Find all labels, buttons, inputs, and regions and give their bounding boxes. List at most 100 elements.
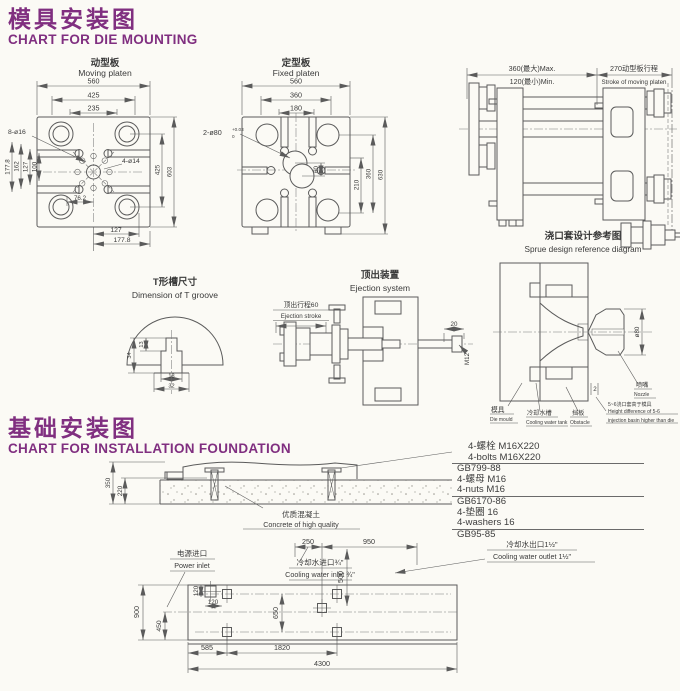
bore-callout: 2-ø80	[203, 128, 222, 137]
moving-platen-geometry	[36, 116, 151, 228]
dim-label: 425	[155, 164, 162, 175]
dim-label: 20	[451, 321, 458, 328]
dim-label: 180	[290, 104, 302, 113]
part-label-en: Obstacle	[570, 420, 590, 426]
page-title-en: CHART FOR DIE MOUNTING	[8, 32, 198, 47]
dim-label: 18	[168, 374, 174, 380]
sprue-dimensions	[490, 308, 678, 427]
concrete-label-zh: 优质混凝土	[282, 509, 320, 519]
dim-label: 2	[593, 386, 597, 393]
t-groove-geometry	[126, 316, 224, 394]
spec-line: 4-螺母 M16	[457, 473, 507, 485]
dim-label: 177.8	[5, 159, 12, 175]
hole-callout: 4-ø14	[122, 158, 140, 165]
machine-outline	[459, 82, 680, 250]
part-label-en: Cooling water tank	[526, 420, 568, 426]
drawing-title-zh: 动型板	[91, 57, 120, 69]
moving-platen-drawing: 动型板 Moving platen	[5, 57, 177, 251]
dim-label: 900	[132, 606, 141, 618]
drawing-title-en: Dimension of T groove	[132, 290, 218, 300]
dim-label: ø80	[634, 326, 641, 337]
machine-side-view-drawing: 360(最大)Max. 120(最小)Min. 270动型板行程 Stroke …	[459, 64, 680, 250]
dim-label: 210	[354, 179, 361, 190]
t-groove-drawing: T形槽尺寸 Dimension of T groove 13 34 18 32	[126, 276, 224, 394]
dim-label: 585	[201, 643, 213, 652]
dim-label: 425	[88, 91, 100, 100]
spec-line: 4-bolts M16X220	[452, 452, 644, 465]
stroke-label-zh: 顶出行程60	[284, 300, 319, 309]
dim-label: 450	[156, 620, 163, 632]
section-die-mounting-header: 模具安装图 CHART FOR DIE MOUNTING	[8, 6, 198, 47]
water-outlet-label-zh: 冷却水出口1½"	[506, 539, 558, 549]
dim-label: 220	[117, 485, 124, 496]
ejection-dimensions	[273, 309, 469, 355]
dim-label: 34	[127, 352, 133, 358]
part-label-zh: 模具	[491, 405, 505, 414]
dim-label: 603	[167, 166, 174, 177]
dim-label: 127	[23, 161, 30, 172]
bore-tolerance-upper: +0.03	[232, 127, 244, 132]
spec-line: GB95-85	[457, 528, 496, 540]
water-inlet-label-en: Cooling water inlet ¾"	[285, 570, 355, 579]
stroke-label-en: Ejection stroke	[281, 313, 322, 320]
drawing-title-en: Sprue design reference diagram	[525, 245, 642, 254]
part-label-en: Nozzle	[634, 392, 650, 398]
side-view-dimensions	[466, 68, 673, 230]
ejection-geometry	[273, 296, 473, 406]
section-title-en: CHART FOR INSTALLATION FOUNDATION	[8, 441, 291, 456]
dim-label: 560	[88, 77, 100, 86]
foundation-plan-drawing: 电源进口 Power inlet 冷却水进口¾" Cooling water i…	[132, 537, 595, 673]
dim-label: 360	[366, 168, 373, 179]
dim-label: 1820	[274, 643, 290, 652]
plan-geometry	[163, 581, 458, 645]
drawing-title-en: Ejection system	[350, 283, 410, 293]
power-inlet-label-en: Power inlet	[174, 561, 210, 570]
drawing-title-zh: T形槽尺寸	[153, 276, 198, 288]
dim-label: M12	[464, 352, 471, 365]
plan-dimensions	[138, 543, 595, 673]
bore-tolerance-lower: 0	[232, 134, 235, 139]
moving-platen-dimensions	[9, 81, 177, 251]
spec-line: GB6170-86	[457, 495, 507, 507]
drawing-title-en: Moving platen	[78, 68, 132, 78]
sprue-geometry	[493, 262, 653, 402]
water-outlet-label-en: Cooling water outlet 1½"	[493, 552, 572, 561]
dim-label: 950	[363, 537, 375, 546]
dim-label: 76.2	[74, 195, 87, 202]
drawing-title-zh: 浇口套设计参考图	[545, 230, 622, 242]
anchor-bolt-spec-list: 4-螺栓 M16X220 4-bolts M16X220 GB799-88 4-…	[452, 441, 644, 540]
ejection-system-drawing: 顶出装置 Ejection system 顶出行程60 Ejection str…	[273, 269, 473, 406]
note-line: 5~6浇口套高于模具	[608, 401, 651, 408]
drawing-title-zh: 顶出装置	[361, 269, 400, 281]
dim-label: 360(最大)Max.	[509, 64, 556, 73]
t-groove-dimensions	[128, 337, 190, 392]
dim-label: 13	[139, 341, 145, 347]
spec-line: 4-垫圈 16	[457, 506, 499, 518]
dim-label: 270动型板行程	[610, 64, 658, 73]
part-label-zh: 挡板	[572, 409, 584, 417]
section-foundation-header: 基础安装图 CHART FOR INSTALLATION FOUNDATION	[8, 415, 291, 456]
dim-label: 120	[208, 599, 219, 606]
dim-label: 650	[271, 607, 280, 619]
dim-label: 4300	[314, 659, 330, 668]
dim-label: 500	[336, 571, 345, 583]
water-inlet-label-zh: 冷却水进口¾"	[297, 557, 344, 567]
part-label-en: Die mould	[490, 417, 513, 423]
dim-label: Stroke of moving platen	[601, 79, 667, 86]
dim-label: 360	[290, 91, 302, 100]
spec-line: GB799-88	[457, 463, 501, 475]
dim-label: 630	[378, 169, 385, 180]
dim-label: 560	[290, 77, 302, 86]
power-inlet-label-zh: 电源进口	[177, 548, 207, 558]
hole-callout: 8-ø16	[8, 129, 26, 136]
note-line: injection basin higher than die	[608, 418, 674, 424]
page-title: 模具安装图	[8, 6, 138, 32]
dim-label: 120	[193, 585, 200, 596]
note-line: Height difference of 5-6	[608, 409, 660, 415]
drawing-title-zh: 定型板	[282, 57, 311, 69]
dim-label: 127	[110, 227, 122, 234]
dim-label: 250	[302, 537, 314, 546]
foundation-geometry	[159, 451, 453, 509]
foundation-dimensions	[109, 461, 360, 530]
